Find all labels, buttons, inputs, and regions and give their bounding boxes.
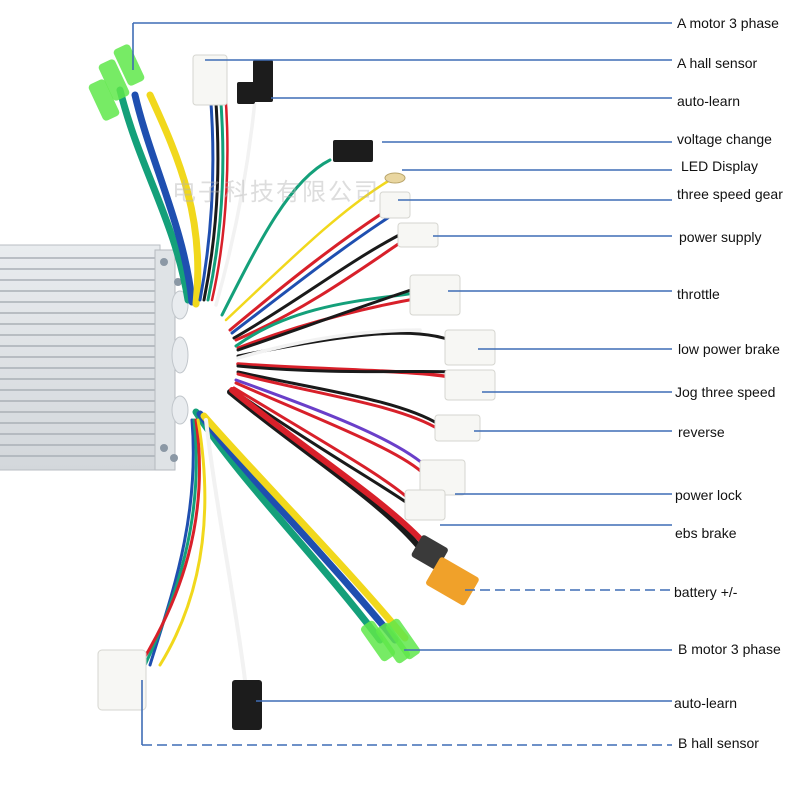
wire	[236, 372, 442, 432]
label-led-display: LED Display	[681, 158, 759, 174]
wire	[146, 91, 202, 308]
battery-xt60-connector	[426, 557, 479, 606]
screw	[160, 258, 168, 266]
label-power-supply: power supply	[679, 229, 762, 245]
wire	[204, 418, 247, 682]
wire	[236, 370, 442, 427]
label-voltage-change: voltage change	[677, 131, 772, 147]
wire	[206, 88, 225, 302]
wire	[236, 328, 422, 360]
bullet-connector-sleeve	[88, 79, 120, 121]
screw	[160, 444, 168, 452]
auto-learn-a-connector-mate	[237, 82, 255, 104]
auto-learn-b-connector	[232, 680, 262, 730]
wire	[232, 386, 412, 502]
led-display-terminal	[384, 172, 406, 184]
wire	[229, 387, 429, 548]
label-low-power-brake: low power brake	[678, 341, 780, 357]
wire	[227, 389, 423, 551]
label-reverse: reverse	[678, 424, 725, 440]
bullet-connector-sleeve	[375, 622, 411, 664]
wire	[236, 285, 422, 352]
controller-box	[0, 244, 189, 471]
watermark-text: 电子科技有限公司	[172, 178, 380, 206]
jog-three-speed-connector	[444, 369, 496, 401]
b-hall-connector	[97, 649, 147, 711]
bullet-connector-sleeve	[385, 618, 421, 660]
wire	[214, 98, 257, 307]
wire	[232, 389, 412, 507]
label-ebs-brake: ebs brake	[675, 525, 737, 541]
wire	[230, 208, 402, 335]
wires	[116, 86, 462, 682]
wire	[234, 290, 422, 348]
label-throttle: throttle	[677, 286, 720, 302]
label-three-speed-gear: three speed gear	[677, 186, 783, 202]
ebs-brake-connector	[404, 489, 446, 521]
cable-gland-middle	[171, 336, 189, 374]
voltage-change-connector	[333, 140, 373, 162]
wire	[210, 88, 229, 302]
label-auto-learn-a: auto-learn	[677, 93, 741, 109]
wire	[234, 381, 427, 477]
wire	[148, 418, 195, 667]
wire	[138, 418, 201, 667]
wire	[200, 412, 409, 642]
label-battery: battery +/-	[674, 584, 738, 600]
wire	[234, 234, 412, 342]
wire	[192, 408, 384, 644]
wire	[228, 203, 397, 332]
cable-gland-top	[171, 290, 189, 320]
wire	[116, 86, 192, 304]
connectors	[88, 44, 496, 730]
bullet-connector-sleeve	[98, 59, 130, 101]
low-power-brake-connector	[444, 329, 496, 366]
label-a-hall-sensor: A hall sensor	[677, 55, 758, 71]
wire	[198, 88, 215, 302]
bullet-connector-sleeve	[360, 620, 396, 662]
auto-learn-a-connector	[253, 60, 273, 102]
wire	[202, 88, 220, 302]
a-hall-connector	[192, 54, 228, 106]
label-a-motor-3-phase: A motor 3 phase	[677, 15, 779, 31]
wire	[234, 378, 432, 472]
label-auto-learn-b: auto-learn	[674, 695, 738, 711]
label-b-hall-sensor: B hall sensor	[678, 735, 759, 751]
wire	[236, 364, 457, 374]
power-supply-connector	[397, 222, 439, 248]
leader-lines	[132, 22, 672, 746]
wire	[232, 230, 407, 340]
label-power-lock: power lock	[675, 487, 742, 503]
three-speed-gear-connector	[379, 191, 411, 219]
cable-gland-bottom	[171, 395, 189, 425]
wire	[220, 158, 332, 317]
bullet-connector-sleeve	[113, 44, 145, 86]
wire	[196, 410, 399, 644]
heatsink-fins	[0, 257, 155, 457]
label-b-motor-3-phase: B motor 3 phase	[678, 641, 781, 657]
wire	[224, 178, 392, 322]
screw	[170, 454, 178, 462]
wire	[131, 91, 196, 306]
label-jog-three-speed: Jog three speed	[675, 384, 776, 400]
reverse-connector	[434, 414, 481, 442]
screw	[174, 278, 182, 286]
throttle-connector	[409, 274, 461, 316]
wire	[158, 418, 207, 667]
